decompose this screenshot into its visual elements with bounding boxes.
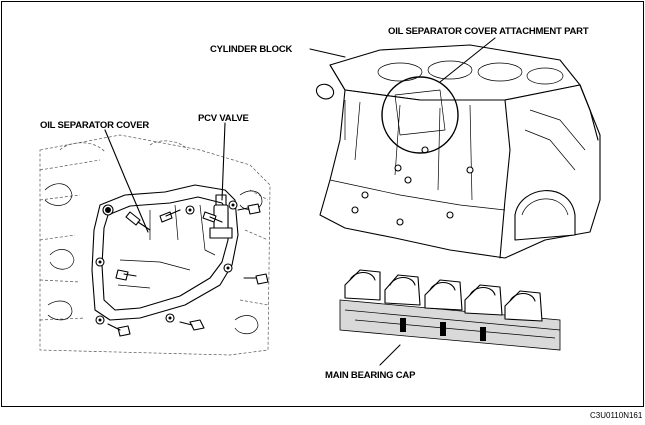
attachment-part-highlight bbox=[381, 76, 459, 154]
bolts bbox=[95, 200, 269, 337]
label-oil-separator-cover: OIL SEPARATOR COVER bbox=[40, 120, 149, 131]
engine-side-view bbox=[39, 134, 271, 356]
figure-code: C3U0110N161 bbox=[590, 411, 643, 420]
pcv-valve-part bbox=[209, 194, 233, 239]
main-bearing-cap-part bbox=[339, 269, 561, 351]
label-main-bearing-cap: MAIN BEARING CAP bbox=[325, 370, 416, 381]
cylinder-block-part bbox=[316, 44, 601, 259]
label-cylinder-block: CYLINDER BLOCK bbox=[210, 44, 293, 55]
leader-lines bbox=[104, 37, 496, 366]
label-attachment-part: OIL SEPARATOR COVER ATTACHMENT PART bbox=[388, 26, 589, 37]
figure-border bbox=[1, 1, 644, 407]
label-pcv-valve: PCV VALVE bbox=[198, 113, 249, 124]
